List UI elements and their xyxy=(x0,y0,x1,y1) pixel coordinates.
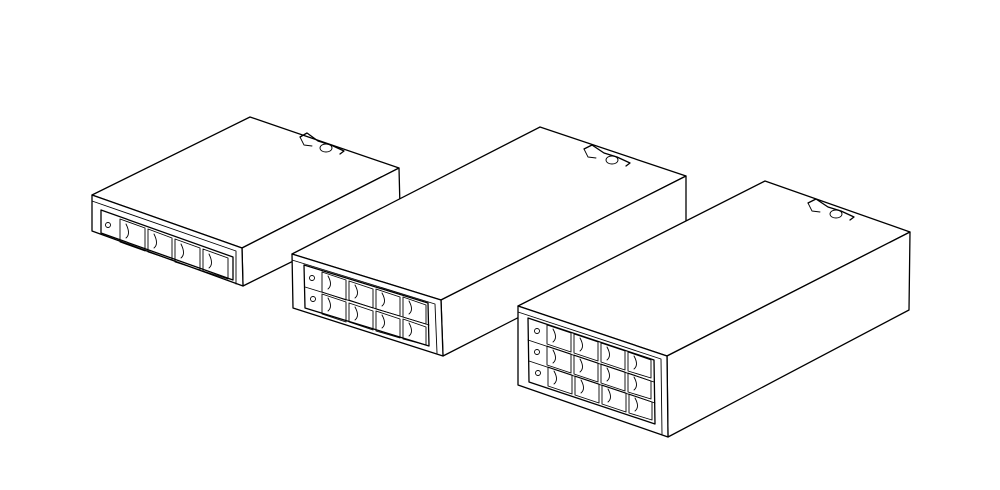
port xyxy=(574,375,600,404)
module-3-port-row-1 xyxy=(546,324,652,379)
port xyxy=(174,238,201,271)
port xyxy=(600,342,626,371)
port xyxy=(321,271,347,301)
port xyxy=(375,310,401,339)
module-3-led-1 xyxy=(534,328,540,334)
module-2-port-row-2 xyxy=(321,293,427,346)
module-2-port-row-1 xyxy=(321,271,427,325)
port xyxy=(573,333,599,362)
module-2-led-2 xyxy=(310,296,316,302)
port xyxy=(573,354,599,383)
module-3-port-row-2 xyxy=(546,345,652,400)
port xyxy=(202,248,229,280)
port xyxy=(402,296,427,325)
module-3-port-row-3 xyxy=(547,366,653,421)
port xyxy=(119,218,146,252)
module-2-rear-latch xyxy=(583,144,631,167)
port xyxy=(601,384,627,413)
module-1-port-row xyxy=(119,218,229,280)
module-1-led xyxy=(105,222,111,228)
module-2-bezel-lip xyxy=(291,259,438,354)
module-1-rear-latch xyxy=(299,132,345,155)
module-3-led-2 xyxy=(534,349,540,355)
port xyxy=(627,372,652,400)
module-2-led-1 xyxy=(309,275,315,281)
module-3-rear-latch xyxy=(807,198,855,221)
module-3-bezel-lip xyxy=(517,311,663,435)
port xyxy=(321,293,347,323)
module-1-bezel-lip xyxy=(91,200,237,285)
port xyxy=(147,228,173,261)
module-1-row xyxy=(91,116,401,287)
module-3-row xyxy=(517,180,911,438)
port xyxy=(547,366,573,395)
port xyxy=(375,288,401,317)
port xyxy=(546,345,572,374)
module-3-led-3 xyxy=(535,370,541,376)
module-3-port-frame xyxy=(527,317,656,425)
port xyxy=(627,351,652,379)
port xyxy=(546,324,572,353)
port xyxy=(600,363,626,392)
port xyxy=(402,318,427,346)
module-2-row xyxy=(291,126,687,357)
port xyxy=(628,393,653,421)
port xyxy=(348,280,374,309)
port xyxy=(348,302,374,331)
